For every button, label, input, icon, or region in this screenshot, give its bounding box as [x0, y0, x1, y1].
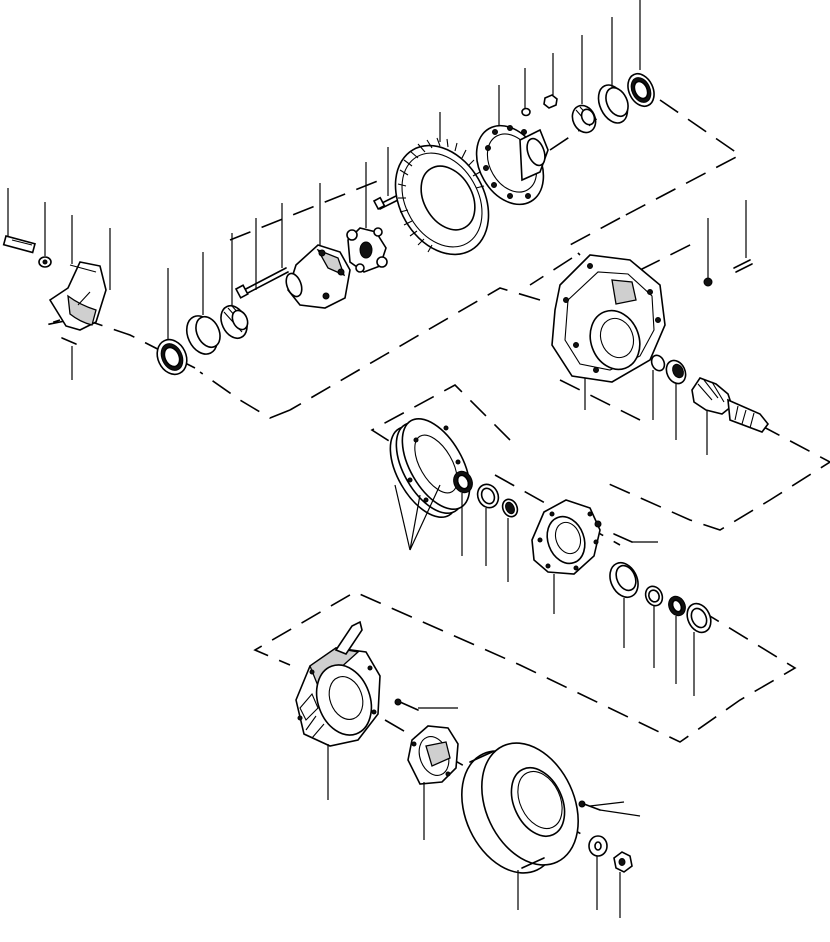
- o-ring-small: [501, 498, 519, 518]
- cap-pin: [61, 337, 77, 345]
- differential-case-left: [285, 244, 351, 309]
- shim-stack: [389, 417, 471, 519]
- right-roller-bearing: [571, 104, 597, 134]
- long-bolt: [234, 267, 289, 299]
- hex-nut: [543, 94, 558, 109]
- housing-stud: [733, 259, 753, 273]
- pinion-bearing: [665, 359, 687, 385]
- bearing-cap: [48, 261, 107, 331]
- bearing-cap-group: [2, 235, 107, 345]
- bearing-race: [185, 315, 221, 355]
- right-bearing-set: [571, 72, 655, 134]
- pinion-spacer: [650, 354, 666, 372]
- cap-washer: [38, 256, 52, 268]
- bearing-retainer: [531, 499, 601, 575]
- ring-gear: [394, 137, 490, 256]
- bearing-cup: [609, 561, 639, 599]
- brake-lever: [334, 620, 363, 655]
- oil-seal: [453, 470, 473, 494]
- taper-roller-bearing: [220, 304, 249, 340]
- drum-screw: [578, 800, 601, 811]
- housing-nut: [703, 277, 713, 287]
- brake-housing: [295, 647, 381, 747]
- right-seal-ring: [627, 72, 655, 108]
- callout-leader-lines: [7, 0, 747, 918]
- left-bearing-set: [156, 267, 289, 376]
- right-bearing-race: [597, 84, 629, 124]
- drum-washer: [588, 835, 608, 857]
- drive-pinion: [691, 377, 770, 433]
- brake-flange: [407, 725, 459, 785]
- drum-nut: [613, 851, 633, 873]
- short-bolt: [372, 195, 399, 211]
- retainer-bolt: [594, 520, 633, 543]
- brake-drum: [461, 742, 579, 874]
- outer-seal-ring: [156, 338, 188, 376]
- dust-seal: [686, 602, 712, 634]
- spacer-ring: [644, 585, 664, 607]
- spider-gear: [346, 227, 388, 273]
- o-ring-large: [476, 483, 500, 509]
- nut-ring: [668, 595, 686, 617]
- brake-housing-bolt: [394, 698, 419, 711]
- lock-washer: [521, 107, 531, 117]
- differential-case-right: [475, 124, 549, 206]
- cap-bolt: [2, 235, 36, 254]
- differential-housing: [551, 254, 666, 383]
